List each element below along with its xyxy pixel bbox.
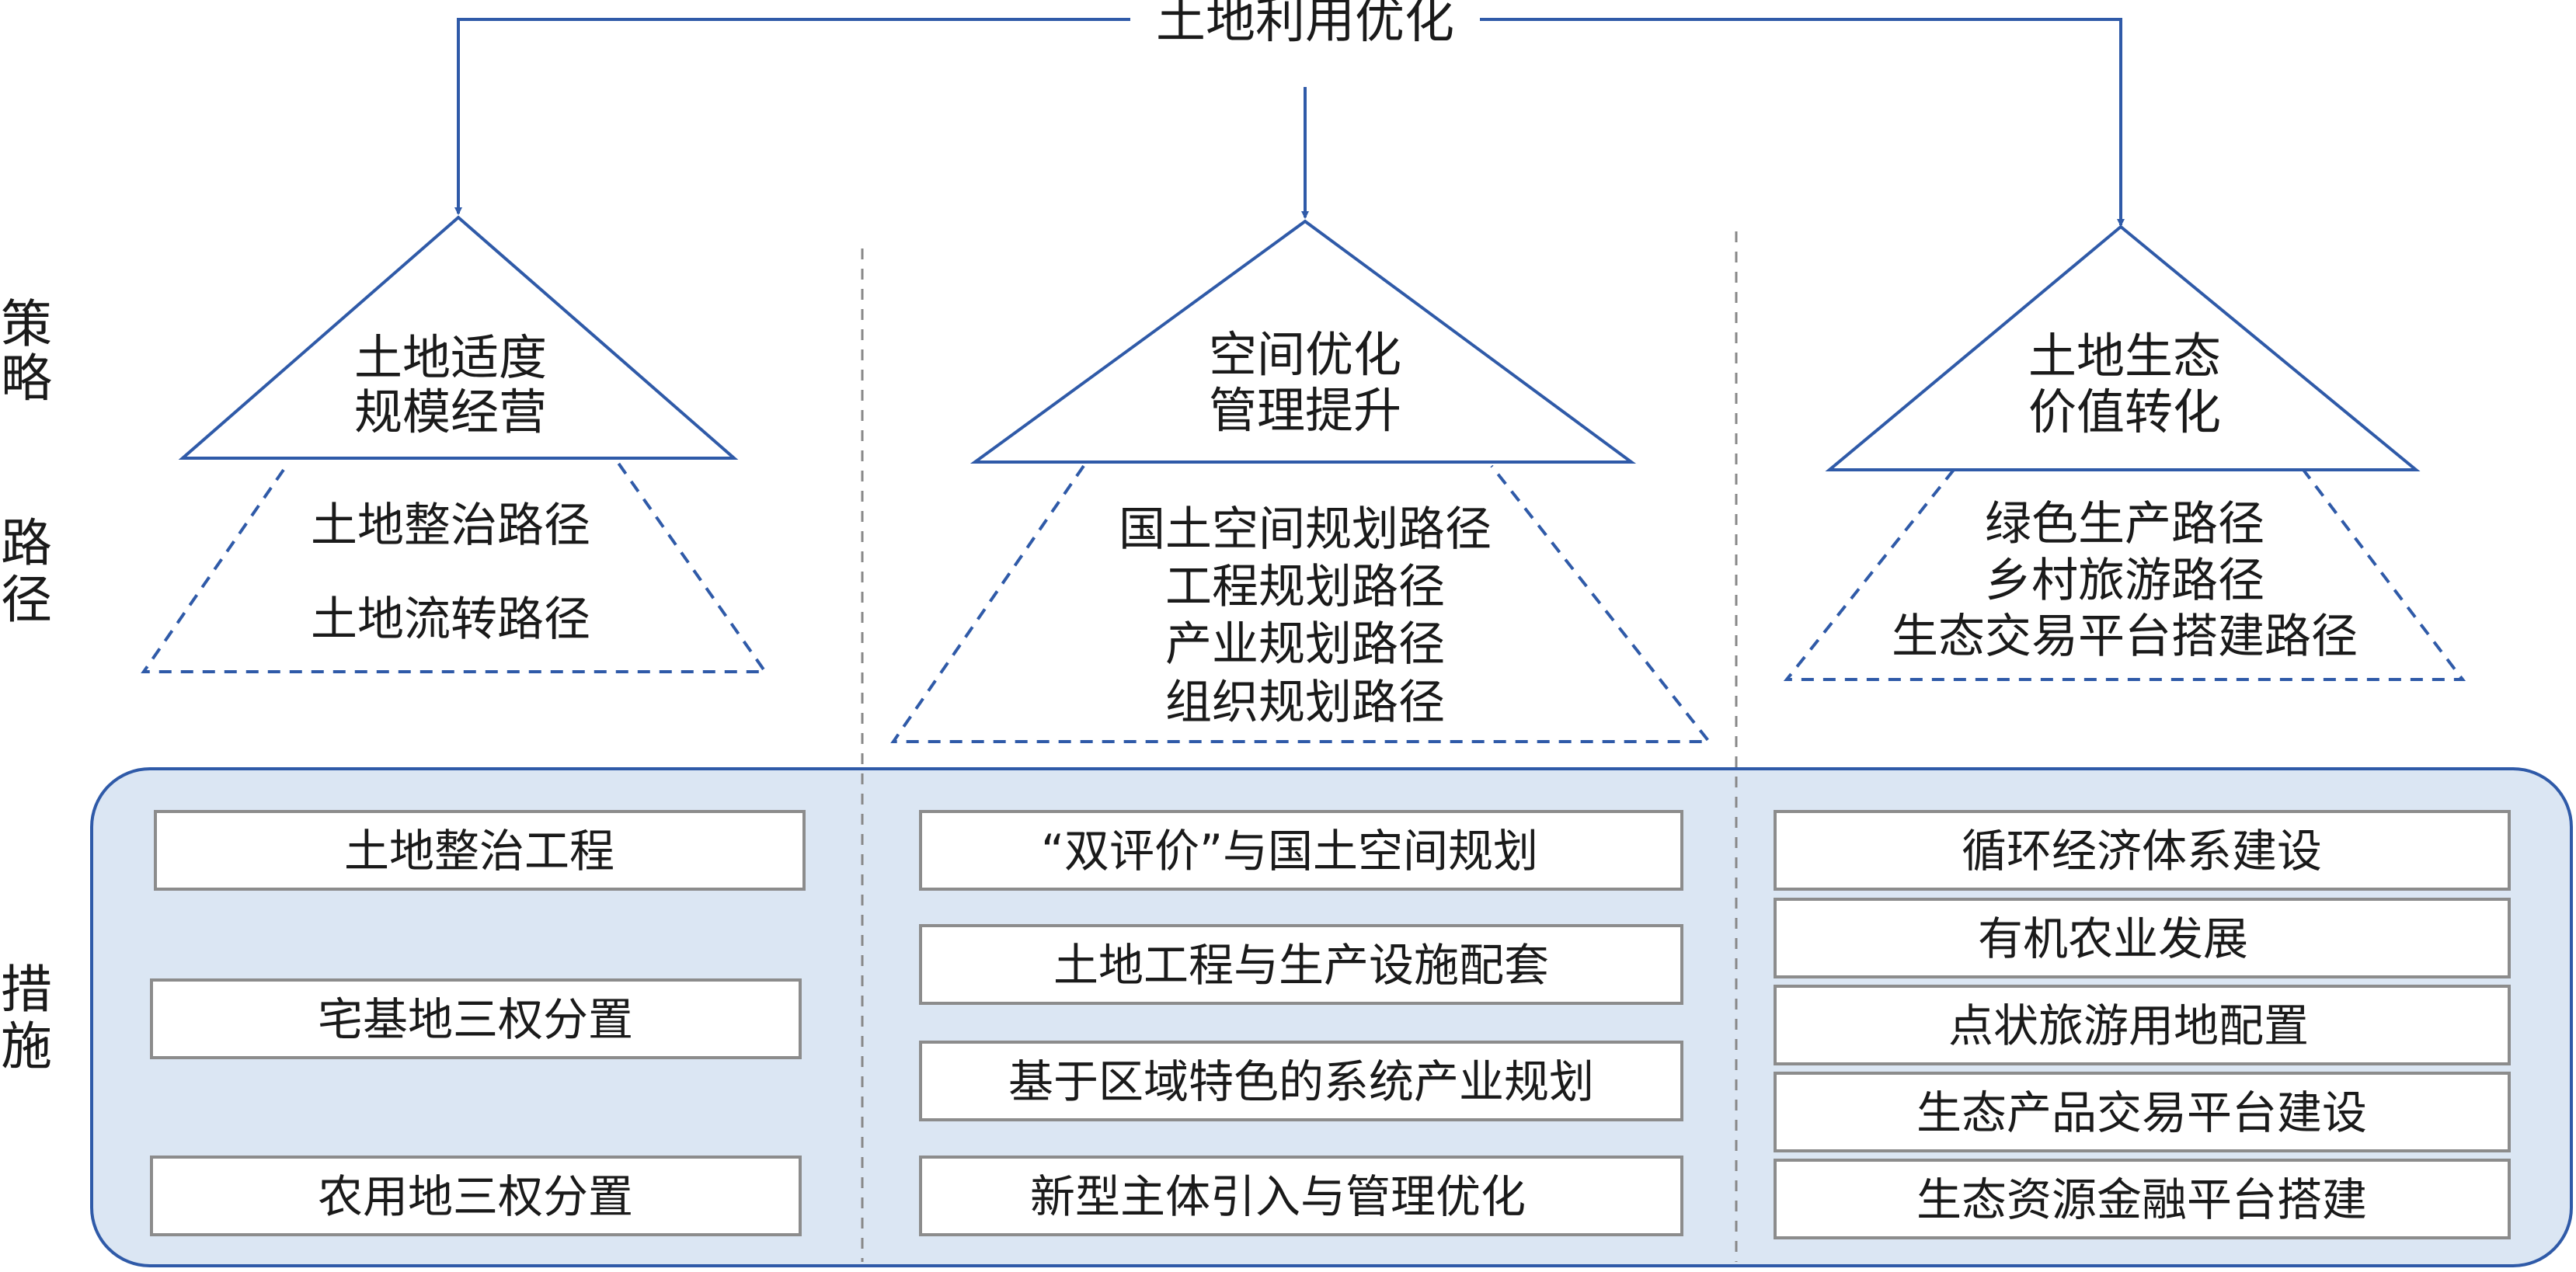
strategy-triangle-1 xyxy=(178,215,739,460)
measure-3-box-4 xyxy=(1774,1072,2511,1152)
measure-1-box-2 xyxy=(150,978,802,1059)
strategy-1-line-2: 规模经营 xyxy=(354,384,547,440)
measure-3-box-2 xyxy=(1774,898,2511,978)
strategy-3-line-1: 土地生态 xyxy=(2028,328,2221,384)
measure-2-box-4 xyxy=(919,1156,1683,1236)
strategy-3-line-2: 价值转化 xyxy=(2028,384,2221,440)
measure-2-text-2: 土地工程与生产设施配套 xyxy=(1053,939,1549,992)
measure-2-box-3 xyxy=(919,1041,1683,1121)
connector-left xyxy=(454,18,1130,215)
side-label-strategy-1: 策 xyxy=(1,294,52,354)
measure-2-text-3: 基于区域特色的系统产业规划 xyxy=(1008,1055,1594,1108)
goal-connectors xyxy=(454,18,2125,227)
side-label-measure-1: 措 xyxy=(1,960,52,1020)
strategy-triangle-3 xyxy=(1825,224,2421,471)
connector-right xyxy=(1480,18,2125,227)
column-3: 土地生态 价值转化 绿色生产路径 乡村旅游路径 生态交易平台搭建路径 循环经济体… xyxy=(1774,224,2511,1239)
path-trapezoid-3 xyxy=(1783,468,2466,681)
path-1-item-2: 土地流转路径 xyxy=(311,593,590,647)
measure-1-text-1: 土地整治工程 xyxy=(344,825,614,878)
path-1-item-1: 土地整治路径 xyxy=(311,499,590,553)
path-2-item-4: 组织规划路径 xyxy=(1165,676,1445,730)
path-trapezoid-2 xyxy=(890,464,1713,743)
strategy-triangle-2 xyxy=(969,219,1637,464)
strategy-2-line-2: 管理提升 xyxy=(1209,382,1401,439)
column-1: 土地适度 规模经营 土地整治路径 土地流转路径 土地整治工程 宅基地三权分置 农… xyxy=(141,215,806,1236)
measure-3-text-5: 生态资源金融平台搭建 xyxy=(1916,1173,2367,1226)
path-2-item-1: 国土空间规划路径 xyxy=(1119,502,1492,557)
side-label-path-1: 路 xyxy=(1,513,52,573)
column-2: 空间优化 管理提升 国土空间规划路径 工程规划路径 产业规划路径 组织规划路径 … xyxy=(890,219,1713,1236)
measure-3-box-3 xyxy=(1774,985,2511,1065)
side-label-measure-2: 施 xyxy=(1,1017,52,1076)
path-2-item-2: 工程规划路径 xyxy=(1165,560,1445,614)
measure-2-text-4: 新型主体引入与管理优化 xyxy=(1030,1170,1526,1223)
measure-2-text-1: “双评价”与国土空间规划 xyxy=(1041,825,1538,878)
measure-2-box-1 xyxy=(919,810,1683,891)
measure-2-box-2 xyxy=(919,924,1683,1005)
measure-3-text-1: 循环经济体系建设 xyxy=(1962,825,2322,878)
strategy-1-line-1: 土地适度 xyxy=(354,329,547,386)
side-labels: 策 略 路 径 措 施 xyxy=(1,294,52,1076)
measure-3-text-2: 有机农业发展 xyxy=(1978,912,2248,965)
path-2-item-3: 产业规划路径 xyxy=(1165,617,1445,672)
measure-1-text-2: 宅基地三权分置 xyxy=(318,993,633,1046)
measure-1-box-3 xyxy=(150,1156,802,1236)
path-3-item-2: 乡村旅游路径 xyxy=(1985,554,2264,608)
measure-3-box-1 xyxy=(1774,810,2511,891)
side-label-strategy-2: 略 xyxy=(1,349,52,408)
measure-3-text-3: 点状旅游用地配置 xyxy=(1948,999,2309,1052)
measure-3-box-5 xyxy=(1774,1159,2511,1239)
side-label-path-2: 径 xyxy=(1,570,52,630)
path-3-item-3: 生态交易平台搭建路径 xyxy=(1892,610,2358,664)
path-3-item-1: 绿色生产路径 xyxy=(1985,497,2264,551)
measure-3-text-4: 生态产品交易平台建设 xyxy=(1916,1086,2367,1139)
measure-1-box-1 xyxy=(154,810,806,891)
goal-title: 土地利用优化 xyxy=(1156,0,1454,50)
strategy-2-line-1: 空间优化 xyxy=(1209,326,1401,383)
measure-1-text-3: 农用地三权分置 xyxy=(318,1170,633,1223)
